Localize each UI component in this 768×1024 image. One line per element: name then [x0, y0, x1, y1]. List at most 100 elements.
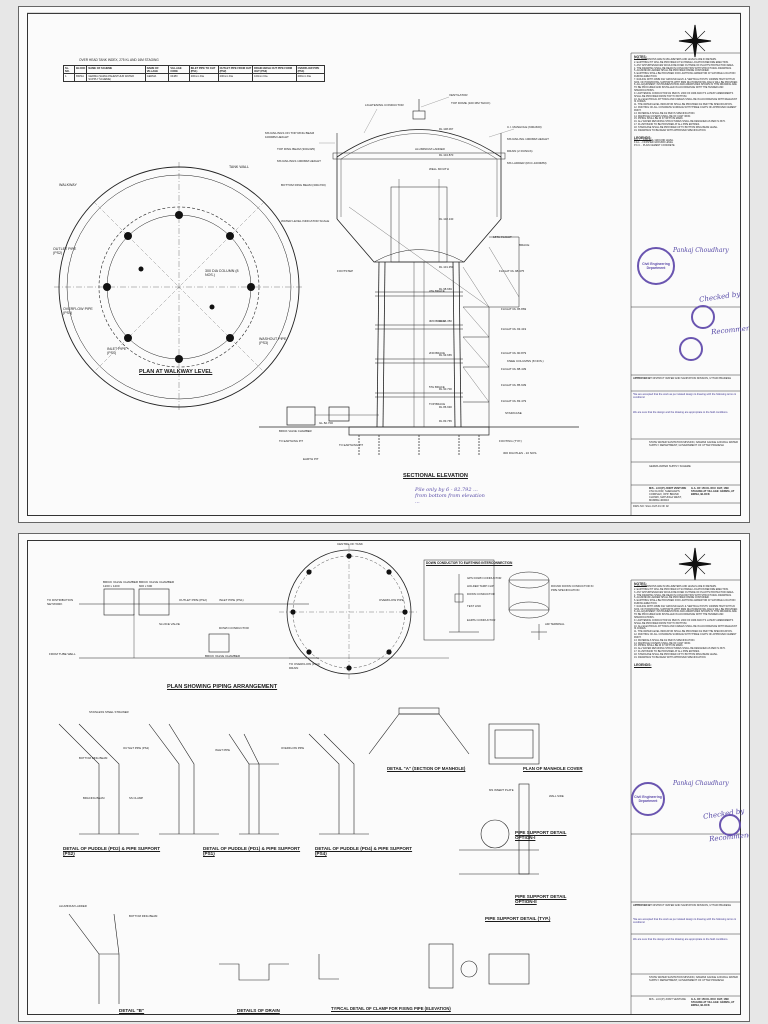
- detail-label: BOTTOM RING BEAM: [79, 756, 108, 760]
- note-item: 18. STAIRCASE SHALL BE PROVIDED UP TO BO…: [634, 652, 719, 656]
- client-block-2: STATE WATER SANITATION MISSION, NAMAMI G…: [649, 976, 738, 983]
- note-item: 19. DRAWINGS TO BE READ WITH APPROVED SP…: [634, 655, 707, 659]
- approved-by-2: APPROVED BY DISTRICT WATER AND SANITATIO…: [633, 904, 739, 907]
- note-item: 6. EARTHING SHALL BE PROVIDED FOR LIGHTN…: [634, 72, 736, 78]
- note-item: 11. THE WATER LEVEL INDICATOR SHALL BE P…: [634, 630, 733, 634]
- note-item: 2. EARTHING PIT WILL BE PROVIDED AT SUIT…: [634, 587, 729, 591]
- section-label: MS RAILINGS 1000MM HEIGHT: [277, 159, 322, 163]
- section-label: MS RAILINGS ON TOP RING BEAM 1000MM HEIG…: [265, 131, 315, 139]
- section-label: 18TH FLIGHT: [493, 235, 512, 239]
- checked-stamp-2: [719, 814, 741, 836]
- section-misc-label: 5TH BRACE: [429, 385, 445, 389]
- table-cell: 1.: [62, 73, 76, 82]
- drawing-number: DWG NO: SGA-OHT-01 OF 02: [633, 505, 669, 508]
- section-label: 300 DIA PILES - 10 NOS.: [503, 451, 538, 455]
- legend-item: N.G.L. - NATURAL GROUND LEVEL: [634, 138, 674, 142]
- note-item: 2. EARTHING PIT WILL BE PROVIDED AT SUIT…: [634, 60, 729, 64]
- section-label: STAIRCASE: [505, 411, 522, 415]
- detail-label: INLET PIPE: [215, 748, 231, 752]
- piping-label: OUTLET PIPE (PS2): [179, 598, 207, 602]
- detail-label: STAINLESS STEEL STRAINER: [89, 710, 129, 714]
- contractor-block-2: M/S - LCC(P) JOINT VENTURE: [649, 998, 686, 1001]
- section-label: FLIGHT RL 98.475: [499, 269, 525, 273]
- rl-tag: RL 108.067: [439, 127, 454, 131]
- detail-label: OVERFLOW PIPE: [281, 746, 305, 750]
- note-item: 12. PAINTING OF ALL CONCRETE SURFACE WIT…: [634, 633, 737, 639]
- note-item: 16. ALL WATER RETAINING STRUCTURES SHALL…: [634, 120, 726, 124]
- note-item: 13. MATERIALS SHALL BE AS PER IS SPECIFI…: [634, 638, 696, 642]
- detail-label: WALL SIDE: [549, 794, 564, 798]
- rl-tag: RL 83.765: [439, 419, 452, 423]
- note-item: 8. ALL EQUIPMENT, INSTRUMENTATION AND AR…: [634, 83, 737, 93]
- tank-wall-label: TANK WALL: [229, 165, 249, 169]
- table-cell: GERMA: [144, 73, 170, 82]
- section-label: FLIGHT RL 88.439: [501, 367, 527, 371]
- detail-label: ALUMINIUM LADDER: [59, 904, 87, 908]
- note-item: 5. ALUMINIUM LADDER SHALL BE PROVIDED IN…: [634, 69, 710, 73]
- table-header-cell: OVERFLOW PIPE (PS4): [295, 65, 326, 74]
- approver-name: DISTRICT WATER AND SANITATION MISSION, U…: [652, 377, 732, 380]
- note-item: 1. ALL DIMENSIONS ARE IN MILLIMETERS AND…: [634, 585, 717, 589]
- section-label: BOTTOM RING BEAM (300x700): [281, 183, 326, 187]
- table-header-cell: DRAIN WASH OUT PIPE FORM OHT (PS3): [252, 65, 297, 74]
- note-item: 7. RAILING WITH 20MM DIA 'GROUND LEGS' &…: [634, 604, 738, 611]
- section-misc-label: TO EARTHING PIT: [339, 443, 364, 447]
- table-header-cell: NAME OF VILLAGE: [144, 65, 170, 74]
- legend-item: P.C.C. - PLAIN CEMENT CONCRETE: [634, 144, 675, 148]
- note-item: 4. THE DRAWING SHALL BE READ IN CONJUNCT…: [634, 593, 732, 597]
- down-conductor-label: GPS DOWN CONDUCTOR: [467, 576, 502, 580]
- note-item: 17. FLUSH BAND TO BE PROVIDED AT ALL PIP…: [634, 123, 700, 127]
- plan-title: PLAN AT WALKWAY LEVEL: [139, 369, 213, 375]
- manhole-section-title: DETAIL "A" (SECTION OF MANHOLE): [387, 766, 466, 771]
- approved-by-label-2: APPROVED BY: [633, 904, 652, 907]
- tank-index-title: OVER HEAD TANK INDEX, 275 KL AND 16M STA…: [79, 58, 159, 62]
- section-misc-label: 4TH BRACE: [429, 289, 445, 293]
- checked-stamp: [691, 305, 715, 329]
- notes-panel: NOTES: 1. ALL DIMENSIONS ARE IN MILLIMET…: [634, 55, 738, 148]
- detail-label: SS CLAMP: [129, 796, 144, 800]
- note-item: 9. LIGHTENING CONDUCTOR AS PER IS: 2309 …: [634, 618, 734, 625]
- down-conductor-label: HOLDER TAMP CLIP: [467, 584, 494, 588]
- contractor-name: M/S - LCC(P) JOINT VENTURE: [649, 487, 687, 490]
- column-label: 300 DIA COLUMN (8 NOS.): [205, 269, 239, 277]
- puddle-pd2-title: DETAIL OF PUDDLE (PD2) & PIPE SUPPORT (P…: [63, 846, 161, 856]
- pipe-support-typ: PIPE SUPPORT DETAIL (TYP.): [485, 916, 551, 921]
- acceptance-note: 'We are accepted that the work as per re…: [633, 393, 736, 400]
- table-cell: 200mm Dia: [217, 73, 254, 82]
- drawing-title-2: G.A. OF 150 KL RCC OHT, 16M STAGING AT V…: [691, 998, 735, 1008]
- pipe-support-option-1: PIPE SUPPORT DETAIL OPTION-I: [515, 830, 567, 840]
- section-misc-label: BRICK VALVE CHAMBER: [279, 429, 312, 433]
- table-cell: BIRSA: [74, 73, 88, 82]
- note-item: 3. ANY APPURTENANCES WOULD BE FIXED OUTS…: [634, 63, 734, 67]
- note-item: 9. LIGHTENING CONDUCTOR AS PER IS: 2309 …: [634, 91, 734, 98]
- section-label: FLIGHT RL 83.479: [501, 399, 527, 403]
- note-item: 1. ALL DIMENSIONS ARE IN MILLIMETERS AND…: [634, 58, 717, 62]
- table-cell: GERMA (SAMAI-PAHENTHUR WATER SUPPLY SCHE…: [86, 73, 146, 82]
- section-label: C.I. MANHOLE (600x600): [507, 125, 542, 129]
- section-label: TOP RING BEAM (300x325): [277, 147, 316, 151]
- section-label: TOP DOME (100 MM THICK): [451, 101, 491, 105]
- signature: Pankaj Choudhary: [673, 247, 729, 254]
- puddle-pd1-title: DETAIL OF PUDDLE (PD1) & PIPE SUPPORT (P…: [203, 846, 301, 856]
- rl-tag: RL 96.350: [439, 319, 452, 323]
- drawing-sheet-1: OVER HEAD TANK INDEX, 275 KL AND 16M STA…: [18, 6, 750, 523]
- approved-by: APPROVED BY DISTRICT WATER AND SANITATIO…: [633, 377, 739, 380]
- drain-details-title: DETAILS OF DRAIN: [237, 1008, 280, 1013]
- section-label: MS RAILING 1000MM HEIGHT: [507, 137, 550, 141]
- notes-panel-2: NOTES: 1. ALL DIMENSIONS ARE IN MILLIMET…: [634, 582, 738, 667]
- outlet-pipe-label: OUTLET PIPE (PS2): [53, 247, 77, 255]
- section-label: DRAIN (2 RUNGS): [507, 149, 533, 153]
- notes-heading: NOTES:: [634, 55, 647, 59]
- detail-label: BOTTOM RING BEAM: [129, 914, 158, 918]
- table-cell: 04480: [168, 73, 190, 82]
- note-item: 15. PIPING SHALL BE DI K7 WITH ISI MARK.: [634, 644, 684, 648]
- note-item: 14. MANHOLE COVERS SHALL BE OF CAST IRON…: [634, 641, 691, 645]
- note-item: 13. MATERIALS SHALL BE AS PER IS SPECIFI…: [634, 111, 696, 115]
- sheet-2-border: [27, 540, 741, 1015]
- section-label: GL 82.700: [319, 421, 333, 425]
- civil-engineering-seal-2: Civil Engineering Department: [631, 782, 665, 816]
- piping-label: OVERFLOW PIPE: [379, 598, 404, 602]
- manhole-plan-title: PLAN OF MANHOLE COVER: [523, 766, 583, 771]
- rl-tag: RL 93.665: [439, 353, 452, 357]
